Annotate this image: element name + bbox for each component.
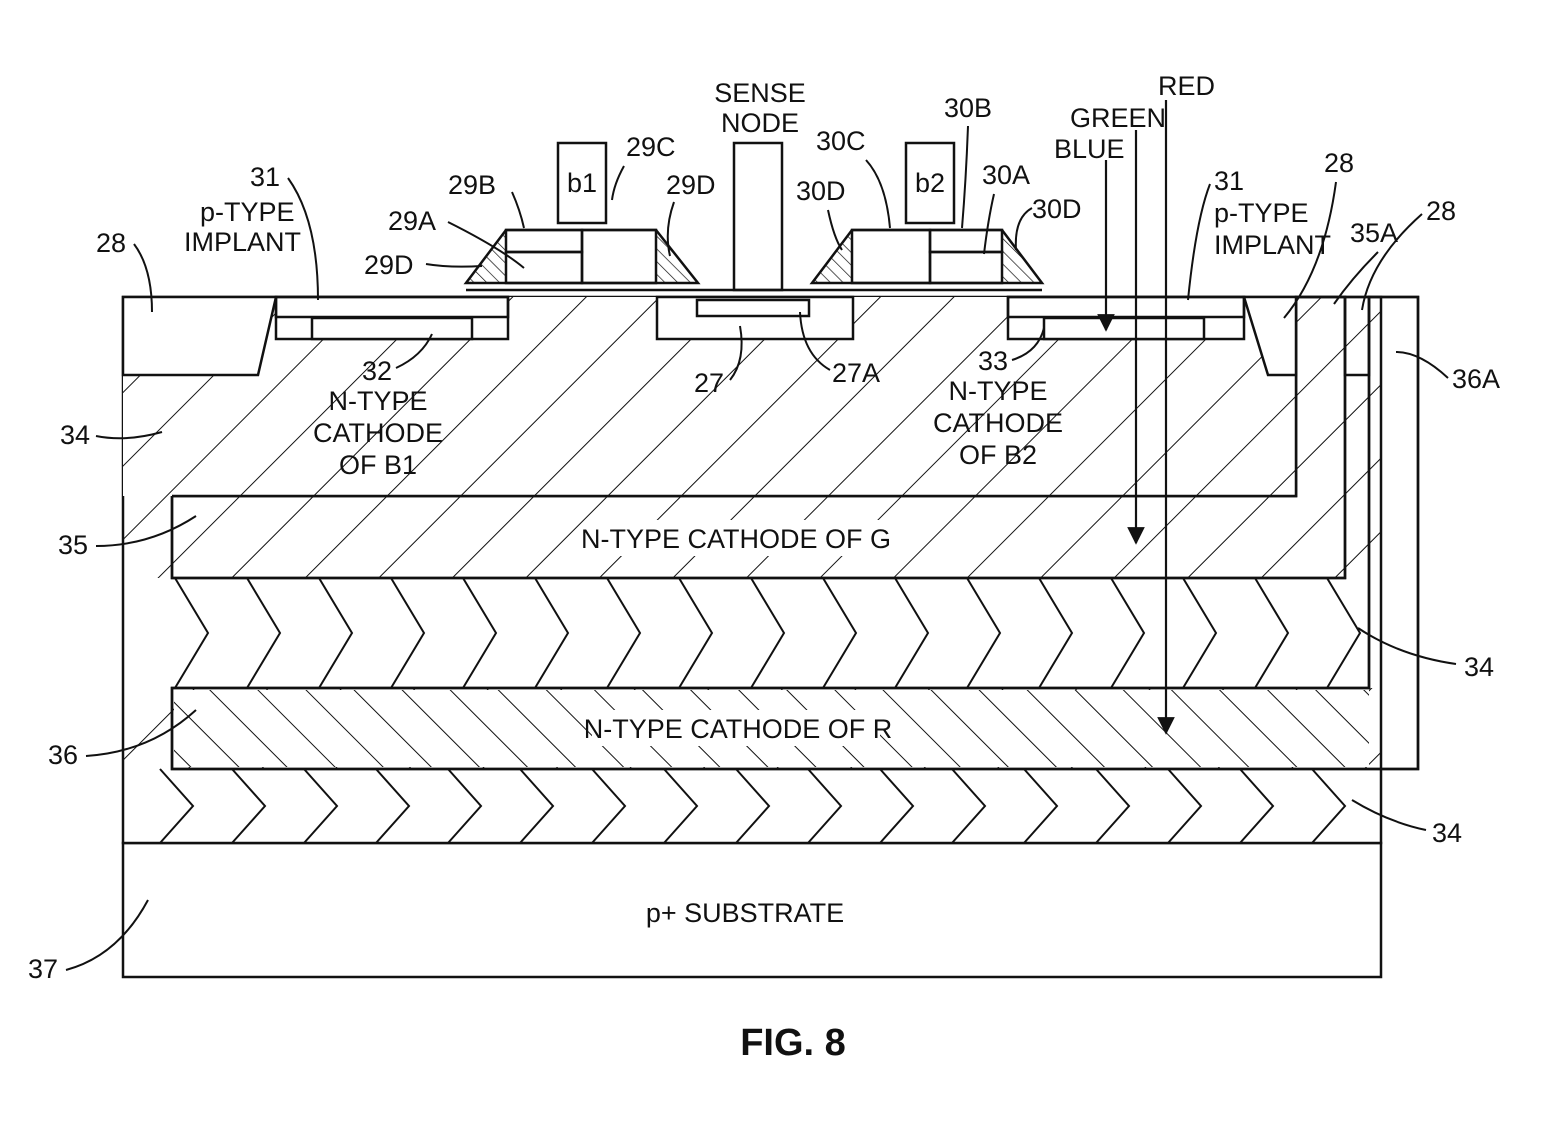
label-cathode-g: N-TYPE CATHODE OF G	[581, 524, 891, 554]
gate-stack-30	[809, 228, 1045, 285]
label-30D-right: 30D	[1032, 194, 1082, 224]
gate-30C	[850, 228, 932, 285]
label-37: 37	[28, 954, 58, 984]
label-34-left: 34	[60, 420, 90, 450]
label-27A: 27A	[832, 358, 880, 388]
label-b2-cathode-3: OF B2	[959, 440, 1037, 470]
label-sense-node-1: SENSE	[714, 78, 806, 108]
label-b2-cathode-1: N-TYPE	[948, 376, 1047, 406]
label-33: 33	[978, 346, 1008, 376]
label-red: RED	[1158, 71, 1215, 101]
figure-caption: FIG. 8	[740, 1022, 846, 1064]
label-29B: 29B	[448, 170, 496, 200]
label-29A: 29A	[388, 206, 436, 236]
label-34-right-b: 34	[1432, 818, 1462, 848]
isolation-28-right	[1244, 297, 1296, 375]
label-35A: 35A	[1350, 218, 1398, 248]
label-28-right-a: 28	[1324, 148, 1354, 178]
gate-30D-left	[812, 230, 852, 283]
label-b1: b1	[567, 168, 597, 198]
gate-29B	[504, 228, 584, 254]
label-30A: 30A	[982, 160, 1030, 190]
p-implant-31-right	[1006, 295, 1246, 319]
label-blue: BLUE	[1054, 134, 1125, 164]
label-32: 32	[362, 356, 392, 386]
label-substrate: p+ SUBSTRATE	[646, 898, 844, 928]
gate-30B	[928, 228, 1004, 254]
label-b1-cathode-1: N-TYPE	[328, 386, 427, 416]
label-28-left: 28	[96, 228, 126, 258]
isolation-28-left	[123, 297, 276, 375]
sense-node-contact	[732, 141, 784, 292]
label-b2-cathode-2: CATHODE	[933, 408, 1063, 438]
label-31-left: 31	[250, 162, 280, 192]
label-ptype-left-2: IMPLANT	[184, 227, 301, 257]
gate-stack-29	[463, 228, 701, 285]
gate-29C	[580, 228, 658, 285]
label-30D-left: 30D	[796, 176, 846, 206]
label-29D-right: 29D	[666, 170, 716, 200]
label-green: GREEN	[1070, 103, 1166, 133]
label-sense-node-2: NODE	[721, 108, 799, 138]
label-ptype-left-1: p-TYPE	[200, 197, 295, 227]
gate-b2	[904, 141, 956, 225]
label-b2: b2	[915, 168, 945, 198]
label-35: 35	[58, 530, 88, 560]
label-29D-left: 29D	[364, 250, 414, 280]
p-implant-31-left	[274, 295, 510, 319]
gate-29D-right	[656, 230, 698, 283]
label-ptype-right-1: p-TYPE	[1214, 198, 1309, 228]
label-28-right-b: 28	[1426, 196, 1456, 226]
gate-b1	[556, 141, 608, 225]
isolation-28-far-right	[1343, 295, 1371, 377]
label-36: 36	[48, 740, 78, 770]
label-b1-cathode-2: CATHODE	[313, 418, 443, 448]
label-29C: 29C	[626, 132, 676, 162]
label-31-right: 31	[1214, 166, 1244, 196]
label-27: 27	[694, 368, 724, 398]
label-cathode-r: N-TYPE CATHODE OF R	[584, 714, 893, 744]
gate-30D-right	[1002, 230, 1042, 283]
label-b1-cathode-3: OF B1	[339, 450, 417, 480]
gate-30A	[928, 250, 1004, 285]
label-30B: 30B	[944, 93, 992, 123]
label-30C: 30C	[816, 126, 866, 156]
label-36A: 36A	[1452, 364, 1500, 394]
label-ptype-right-2: IMPLANT	[1214, 230, 1331, 260]
gate-29A	[504, 250, 584, 285]
label-34-right-a: 34	[1464, 652, 1494, 682]
gate-29D-left	[466, 230, 506, 283]
